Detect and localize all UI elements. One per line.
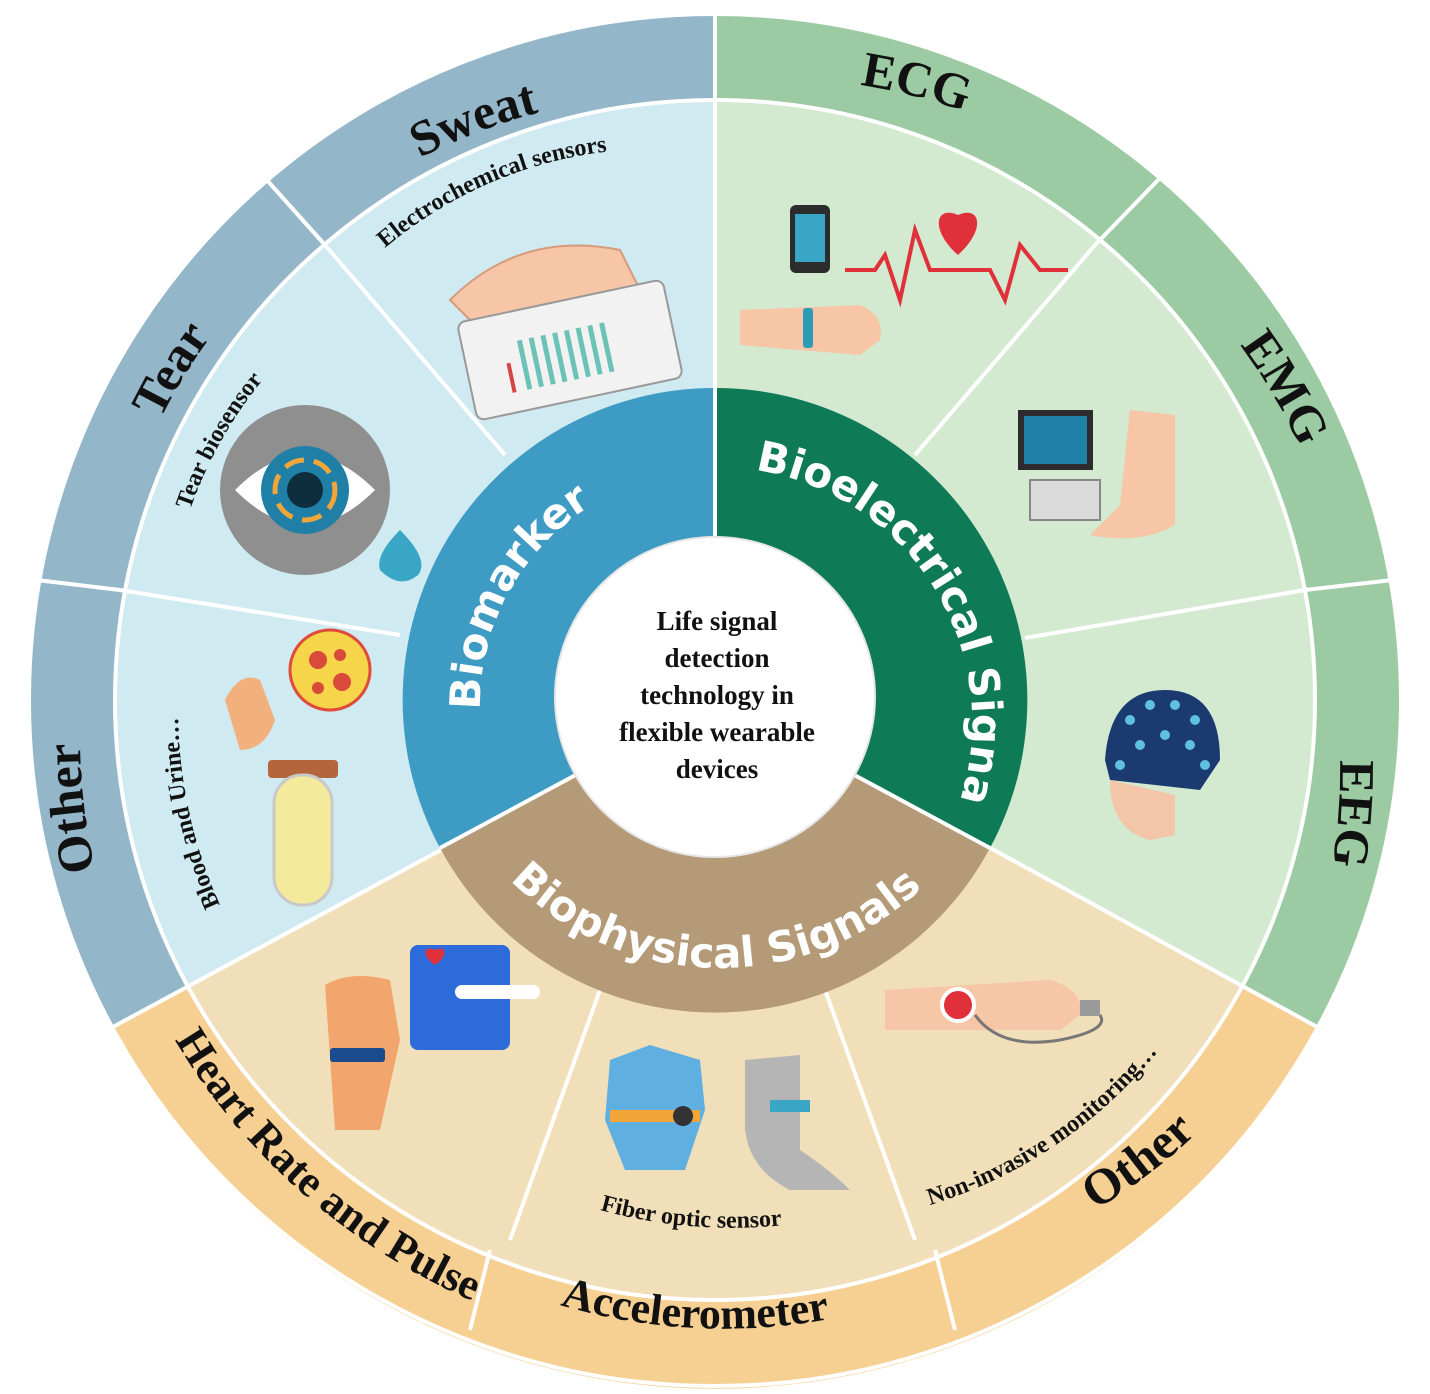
ecg-wearable-icon	[740, 205, 1068, 355]
eeg-label: EEG	[1322, 760, 1385, 871]
center-line-5: devices	[676, 754, 758, 784]
fiber-optic-garment-icon	[605, 1045, 850, 1190]
ring-dividers	[19, 12, 1411, 1388]
center-line-3: technology in	[640, 680, 794, 710]
center-circle	[554, 536, 876, 858]
heart-rate-wristband-icon	[325, 945, 540, 1130]
center-line-2: detection	[665, 643, 770, 673]
eeg-cap-icon	[1105, 690, 1220, 840]
center-title: Life signal detection technology in flex…	[619, 606, 815, 784]
emg-monitor-icon	[1018, 410, 1175, 539]
eye-tear-icon	[220, 405, 422, 582]
center-line-1: Life signal	[657, 606, 778, 636]
center-line-4: flexible wearable	[619, 717, 815, 747]
non-invasive-monitor-icon	[885, 980, 1104, 1044]
blood-urine-icon	[225, 628, 372, 907]
hand-sweat-sensor-icon	[448, 244, 683, 421]
